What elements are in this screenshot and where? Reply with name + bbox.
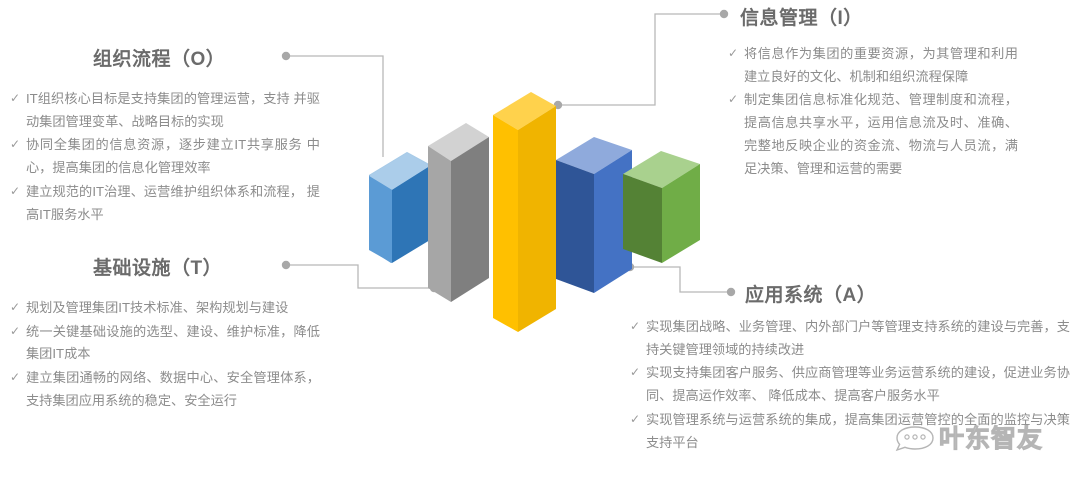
check-icon: ✓	[10, 137, 21, 152]
check-icon: ✓	[728, 46, 739, 60]
check-icon: ✓	[10, 323, 21, 338]
block-2-gray	[428, 123, 489, 302]
heading-information: 信息管理（I）	[740, 8, 863, 29]
check-icon: ✓	[10, 183, 21, 198]
list-item: ✓ 将信息作为集团的重要资源，为其管理和利用 建立良好的文化、机制和组织流程保障	[728, 43, 1018, 88]
speech-bubble-icon	[895, 426, 934, 452]
block-5-green	[623, 151, 700, 263]
check-icon: ✓	[10, 91, 21, 105]
heading-organization: 组织流程（O）	[93, 49, 226, 70]
bullets-application: ✓ 实现集团战略、业务管理、内外部门户等管理支持系统的建设与完善，支持关键管理领…	[630, 316, 1070, 455]
check-icon: ✓	[630, 319, 641, 333]
list-item-text: 制定集团信息标准化规范、管理制度和流程， 提高信息共享水平，运用信息流及时、准确…	[744, 92, 1018, 176]
list-item: ✓ 实现管理系统与运营系统的集成，提高集团运营管控的全面的监控与决策支持平台	[630, 409, 1070, 454]
list-item-text: 实现集团战略、业务管理、内外部门户等管理支持系统的建设与完善，支持关键管理领域的…	[646, 319, 1070, 357]
list-item-text: 建立集团通畅的网络、数据中心、安全管理体系，支持集团应用系统的稳定、安全运行	[26, 370, 320, 408]
list-item-text: 将信息作为集团的重要资源，为其管理和利用 建立良好的文化、机制和组织流程保障	[744, 46, 1018, 84]
block-3-yellow	[493, 92, 556, 332]
watermark-text: 叶东智友	[938, 425, 1044, 454]
check-icon: ✓	[630, 365, 641, 380]
block-1-blue	[369, 152, 430, 263]
bullets-technology: ✓ 规划及管理集团IT技术标准、架构规划与建设 ✓ 统一关键基础设施的选型、建设…	[10, 297, 320, 414]
block-4-blue	[556, 137, 632, 293]
list-item: ✓ 建立集团通畅的网络、数据中心、安全管理体系，支持集团应用系统的稳定、安全运行	[10, 367, 320, 412]
list-item: ✓ IT组织核心目标是支持集团的管理运营，支持 并驱动集团管理变革、战略目标的实…	[10, 88, 320, 133]
check-icon: ✓	[10, 300, 21, 314]
list-item-text: 实现管理系统与运营系统的集成，提高集团运营管控的全面的监控与决策支持平台	[646, 411, 1070, 450]
bullets-information: ✓ 将信息作为集团的重要资源，为其管理和利用 建立良好的文化、机制和组织流程保障…	[728, 43, 1018, 181]
list-item: ✓ 实现集团战略、业务管理、内外部门户等管理支持系统的建设与完善，支持关键管理领…	[630, 316, 1070, 361]
heading-technology: 基础设施（T）	[93, 258, 223, 279]
list-item-text: 规划及管理集团IT技术标准、架构规划与建设	[26, 300, 289, 315]
list-item: ✓ 规划及管理集团IT技术标准、架构规划与建设	[10, 297, 320, 320]
watermark: 叶东智友	[893, 417, 1058, 461]
list-item: ✓ 制定集团信息标准化规范、管理制度和流程， 提高信息共享水平，运用信息流及时、…	[728, 89, 1018, 180]
list-item-text: 实现支持集团客户服务、供应商管理等业务运营系统的建设，促进业务协同、提高运作效率…	[646, 365, 1070, 404]
list-item-text: 建立规范的IT治理、运营维护组织体系和流程， 提高IT服务水平	[26, 183, 320, 222]
bullets-organization: ✓ IT组织核心目标是支持集团的管理运营，支持 并驱动集团管理变革、战略目标的实…	[10, 88, 320, 227]
list-item: ✓ 实现支持集团客户服务、供应商管理等业务运营系统的建设，促进业务协同、提高运作…	[630, 362, 1070, 407]
list-item: ✓ 统一关键基础设施的选型、建设、维护标准，降低集团IT成本	[10, 321, 320, 366]
list-item-text: 协同全集团的信息资源，逐步建立IT共享服务 中心，提高集团的信息化管理效率	[26, 137, 320, 176]
check-icon: ✓	[630, 411, 641, 426]
list-item-text: IT组织核心目标是支持集团的管理运营，支持 并驱动集团管理变革、战略目标的实现	[26, 91, 320, 129]
list-item: ✓ 协同全集团的信息资源，逐步建立IT共享服务 中心，提高集团的信息化管理效率	[10, 134, 320, 179]
list-item-text: 统一关键基础设施的选型、建设、维护标准，降低集团IT成本	[26, 323, 320, 362]
list-item: ✓ 建立规范的IT治理、运营维护组织体系和流程， 提高IT服务水平	[10, 181, 320, 226]
check-icon: ✓	[728, 92, 739, 107]
check-icon: ✓	[10, 370, 21, 385]
heading-application: 应用系统（A）	[745, 285, 877, 306]
